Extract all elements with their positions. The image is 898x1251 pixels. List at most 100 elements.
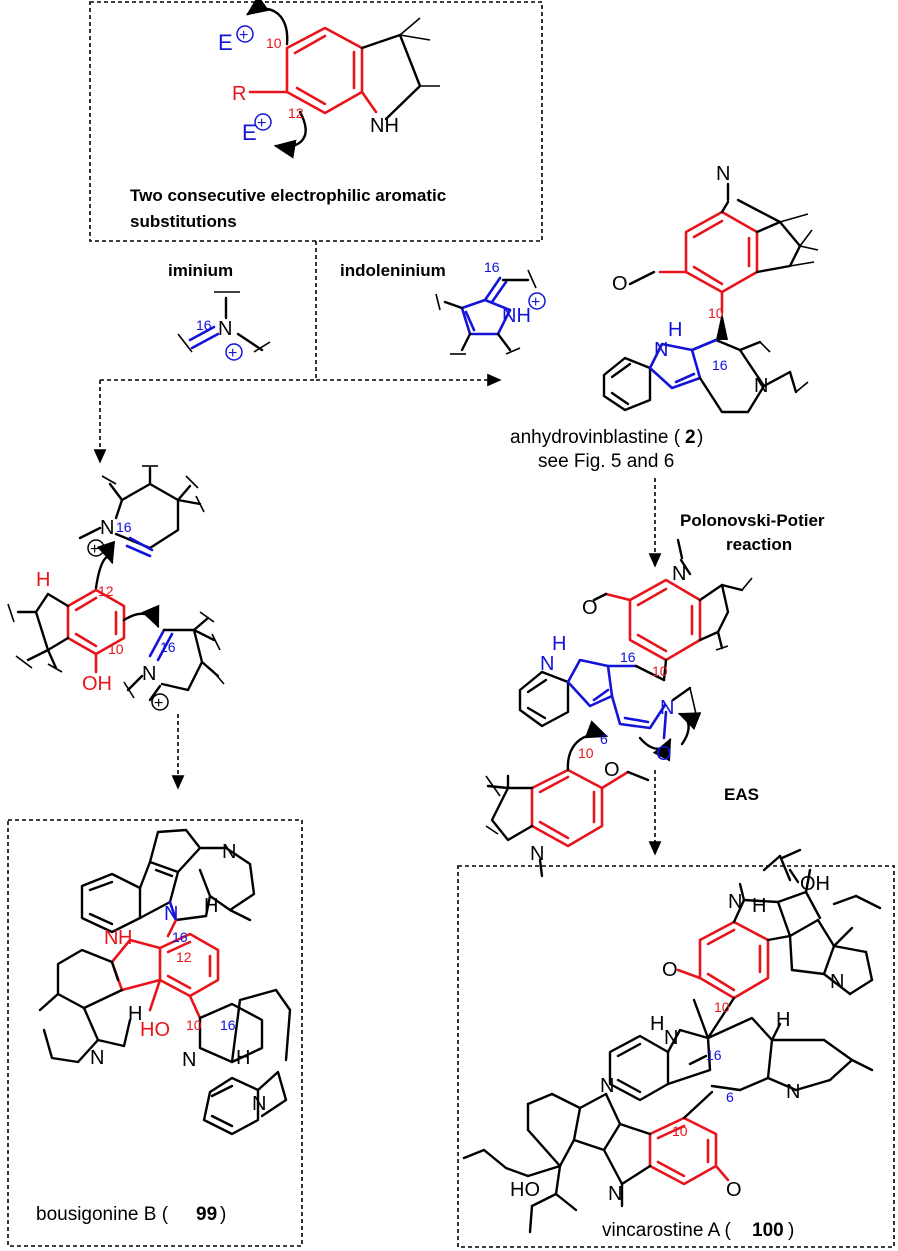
left-nh-h: H [36, 569, 50, 591]
bou-nh-n: N [104, 927, 118, 949]
bou-n-indole-top: N [164, 903, 178, 925]
iminium-n: N [218, 318, 232, 340]
avb-caption-line1-name: anhydrovinblastine ( [510, 427, 681, 448]
polonovski-structure [485, 538, 753, 878]
pos-12-top: 12 [288, 105, 304, 121]
nh-top: NH [370, 115, 399, 137]
iminium-charge-sign: + [228, 345, 237, 362]
iminium-label: iminium [168, 261, 233, 280]
avb-pos-16: 16 [712, 357, 728, 373]
pos-10-top: 10 [266, 35, 282, 51]
vin-caption-num: 100 [752, 1220, 784, 1241]
pp-pos-16: 16 [620, 649, 636, 665]
bousigonine-structure [38, 828, 292, 1136]
left-indoline-structure [7, 540, 160, 674]
electrophile-top: E [218, 30, 233, 55]
bou-pos-10: 10 [186, 1017, 202, 1033]
left-imine-structure [123, 611, 225, 702]
vin-n-pip: N [830, 971, 844, 993]
left-imine-pos-16: 16 [160, 639, 176, 655]
bou-pos-16-top: 16 [172, 929, 188, 945]
left-iminium-structure [78, 465, 205, 558]
bou-caption-name: bousigonine B ( [36, 1204, 169, 1225]
bou-n-left: N [90, 1047, 104, 1069]
bou-pos-12: 12 [176, 949, 192, 965]
left-pos-10: 10 [108, 641, 124, 657]
indoleninium-charge-sign: + [531, 294, 540, 311]
bou-n-indole-bottom: N [182, 1049, 196, 1071]
vin-n-top: N [728, 891, 742, 913]
vin-pos-6: 6 [726, 1089, 734, 1105]
bou-h-left: H [128, 1003, 142, 1025]
avb-nh-h: H [668, 319, 682, 341]
bou-oh: HO [140, 1019, 170, 1041]
pp-pos-6: 6 [600, 731, 608, 747]
vin-caption-end: ) [788, 1220, 794, 1241]
charge-bottom: + [257, 115, 266, 132]
pp-n-oxide: N [660, 697, 674, 719]
anhydrovinblastine-structure [602, 182, 819, 414]
iminium-pos-16: 16 [196, 317, 212, 333]
indoleninium-charge [528, 292, 546, 310]
indoleninium-nh: NH [502, 305, 531, 327]
vin-oh: OH [800, 873, 830, 895]
eas-label: EAS [724, 785, 759, 804]
vin-pos-10-top: 10 [714, 999, 730, 1015]
nuc-o: O [604, 759, 620, 781]
top-dashed-box [89, 1, 543, 242]
bou-caption-num: 99 [196, 1204, 217, 1225]
bou-h-bottom: H [236, 1047, 250, 1069]
vin-n-left-pip: N [600, 1075, 614, 1097]
nuc-pos-10: 10 [578, 745, 594, 761]
vin-caption-name: vincarostine A ( [602, 1220, 732, 1241]
vin-h-amine: H [776, 1009, 790, 1031]
pp-nh-n: N [540, 653, 554, 675]
vin-nh-h: H [650, 1013, 664, 1035]
avb-pos-10: 10 [708, 305, 724, 321]
polonovski-label-1: Polonovski-Potier [680, 511, 825, 530]
electrophile-bottom: E [242, 120, 257, 145]
top-caption-line2: substitutions [130, 212, 237, 231]
iminium-structure [177, 291, 271, 353]
bou-n-bottom: N [252, 1093, 266, 1115]
vincarostine-box [457, 865, 895, 1248]
avb-n-amine: N [754, 375, 768, 397]
avb-caption-line1-end: ) [697, 427, 703, 448]
indoleninium-structure [435, 269, 537, 355]
bou-nh-h: H [118, 927, 132, 949]
bou-h-top: H [204, 895, 218, 917]
left-pos-12: 12 [98, 583, 114, 599]
top-indoline-structure [246, 0, 440, 159]
left-iminium-n: N [100, 517, 114, 539]
charge-top-circle [236, 25, 254, 43]
bou-caption-end: ) [220, 1204, 226, 1225]
vin-nh-n: N [664, 1027, 678, 1049]
left-nh-n: N [52, 0, 66, 5]
pp-oxide-o: O [656, 743, 672, 765]
vin-ho: HO [510, 1179, 540, 1201]
avb-caption-line2: see Fig. 5 and 6 [538, 451, 674, 472]
avb-nh-n: N [654, 339, 668, 361]
pp-nh-h: H [552, 633, 566, 655]
bou-n-top: N [222, 841, 236, 863]
pp-n-top: N [672, 563, 686, 585]
iminium-charge [225, 343, 243, 361]
bousigonine-box [7, 819, 303, 1247]
vin-methoxy-o: O [662, 959, 678, 981]
left-imine-charge [151, 693, 169, 711]
indoleninium-label: indoleninium [340, 261, 446, 280]
vin-o-bottom: O [726, 1179, 742, 1201]
vin-h-top: H [752, 895, 766, 917]
vin-pos-10-bottom: 10 [672, 1123, 688, 1139]
top-caption-line1: Two consecutive electrophilic aromatic [130, 186, 446, 205]
pp-pos-10: 10 [652, 663, 668, 679]
vin-n-bottom: N [608, 1183, 622, 1205]
vin-n-amine: N [786, 1081, 800, 1103]
avb-caption-line1-num: 2 [685, 427, 696, 448]
vincarostine-structure [462, 848, 882, 1234]
avb-methoxy-o: O [612, 273, 628, 295]
nuc-n: N [530, 843, 544, 865]
avb-n-top: N [716, 163, 730, 185]
left-imine-n: N [142, 663, 156, 685]
